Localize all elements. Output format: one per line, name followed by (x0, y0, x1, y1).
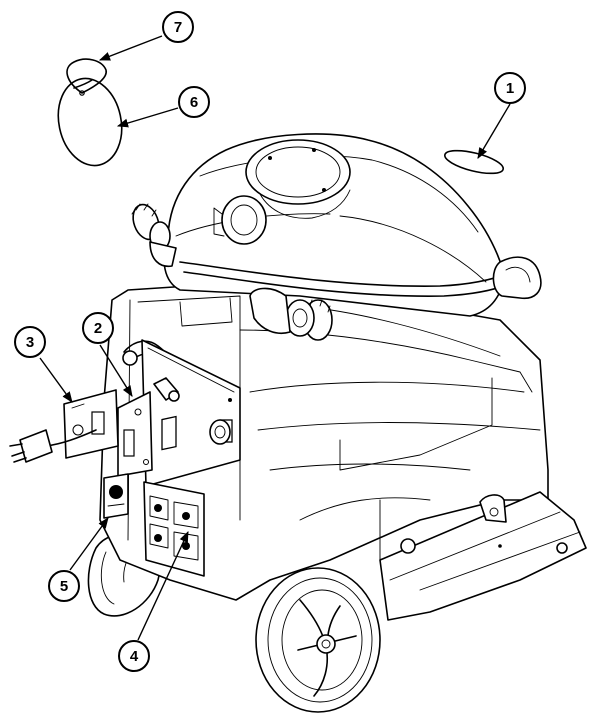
callout-4: 4 (118, 530, 189, 672)
tank-body (99, 133, 549, 601)
callout-5: 5 (48, 517, 109, 602)
callout-1: 1 (477, 72, 526, 159)
svg-text:5: 5 (60, 578, 68, 595)
instruction-label-decal (143, 481, 205, 577)
left-knob (131, 203, 177, 268)
callout-3: 3 (14, 326, 73, 403)
switch-plate-decal (117, 391, 153, 477)
tag-ring (66, 58, 107, 94)
top-decal-oval (444, 149, 504, 175)
callout-7: 7 (98, 11, 194, 61)
svg-text:7: 7 (174, 19, 182, 36)
cord-plate-decal (63, 389, 119, 459)
base-bumper (379, 491, 587, 621)
svg-text:2: 2 (94, 320, 102, 337)
front-knob (249, 287, 333, 341)
hose-tag-disc (57, 77, 123, 167)
callout-2: 2 (82, 312, 133, 397)
svg-text:6: 6 (190, 94, 198, 111)
control-panel (141, 339, 241, 487)
power-cord (9, 429, 97, 463)
callout-6: 6 (116, 86, 210, 128)
push-handle (179, 256, 542, 300)
front-wheel (255, 567, 381, 713)
svg-text:4: 4 (130, 648, 139, 665)
svg-text:3: 3 (26, 334, 34, 351)
logo-plate-decal (103, 473, 129, 519)
svg-text:1: 1 (506, 80, 514, 97)
